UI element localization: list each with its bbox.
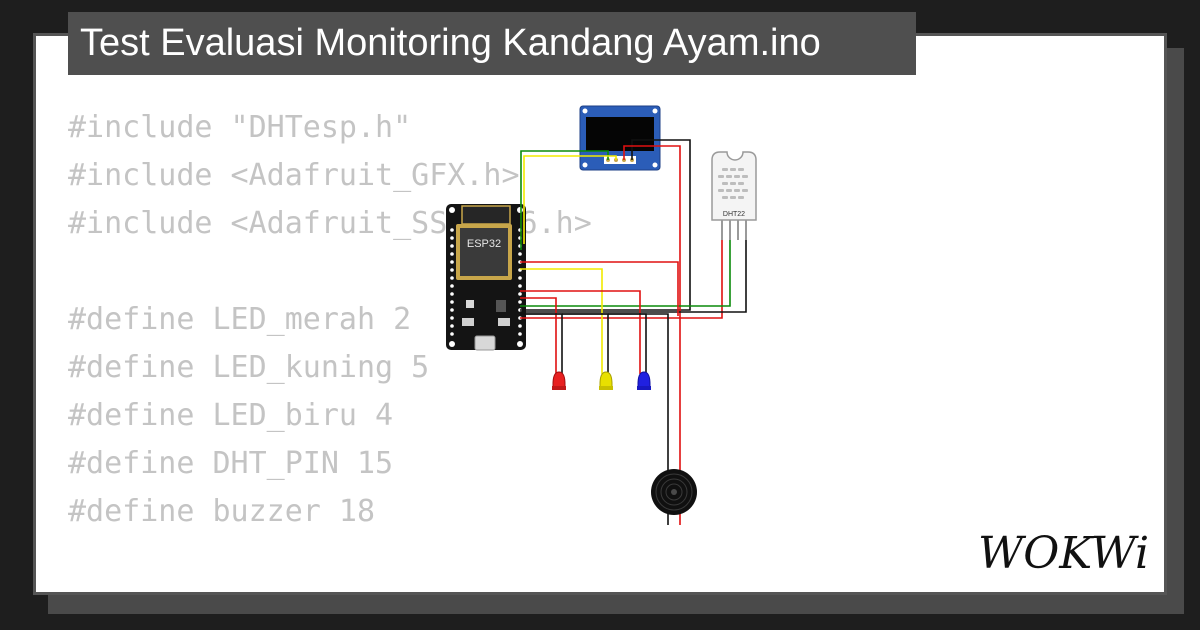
code-line: #define LED_kuning 5: [68, 350, 430, 385]
dht22-sensor: DHT22: [711, 151, 757, 240]
code-line: #define LED_biru 4: [68, 398, 394, 433]
led-yellow: [599, 371, 613, 390]
code-preview: #include "DHTesp.h" #include <Adafruit_GF…: [68, 104, 592, 592]
code-line: #include <Adafruit_SSD1306.h>: [68, 206, 592, 241]
code-line: #define DHT_PIN 15: [68, 446, 394, 481]
esp32-label: ESP32: [467, 238, 501, 250]
wokwi-logo-text: WOKWi: [978, 528, 1148, 576]
esp32-board: ESP32: [446, 204, 526, 351]
code-line: DHTesp dhtSensor;: [68, 584, 592, 592]
buzzer: [651, 469, 697, 515]
wires: [520, 139, 747, 525]
project-title: Test Evaluasi Monitoring Kandang Ayam.in…: [68, 12, 916, 75]
led-red: [552, 371, 566, 390]
code-line: #include "DHTesp.h": [68, 110, 412, 145]
oled-display: [579, 105, 661, 171]
code-line: #define LED_merah 2: [68, 302, 412, 337]
led-blue: [637, 371, 651, 390]
wokwi-logo: WOKWi: [978, 528, 1148, 576]
code-line: #define buzzer 18: [68, 494, 376, 529]
dht22-label: DHT22: [723, 211, 745, 218]
code-line: #include <Adafruit_GFX.h>: [68, 158, 520, 193]
